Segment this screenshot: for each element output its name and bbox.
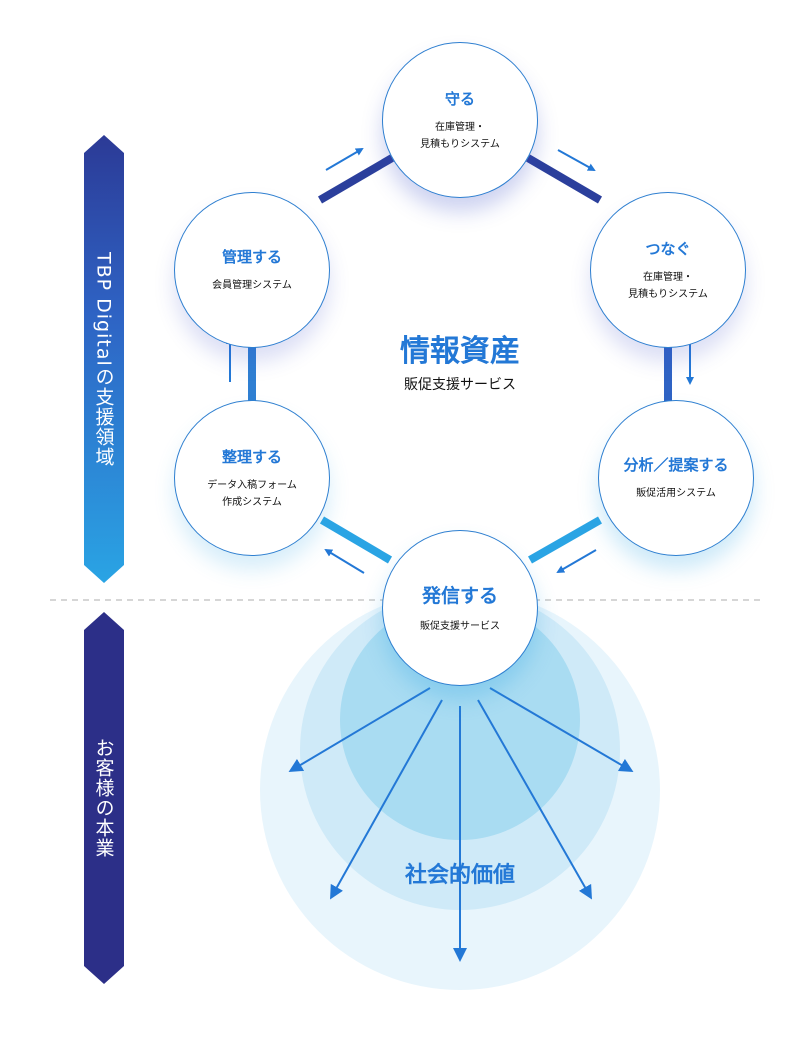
core-business-text: お客様の本業 bbox=[92, 738, 115, 858]
support-area-label: TBP Digitalの支援領域 bbox=[84, 135, 124, 583]
node-tsunagu: つなぐ 在庫管理・ 見積もりシステム bbox=[590, 192, 746, 348]
ray-arrow-5 bbox=[489, 687, 634, 773]
core-business-label: お客様の本業 bbox=[84, 612, 124, 984]
node-kanri: 管理する 会員管理システム bbox=[174, 192, 330, 348]
connector-mamoru-tsunagu bbox=[525, 154, 603, 204]
node-mamoru: 守る 在庫管理・ 見積もりシステム bbox=[382, 42, 538, 198]
node-seiri-subtitle: データ入稿フォーム 作成システム bbox=[207, 479, 297, 508]
node-mamoru-title: 守る bbox=[444, 89, 475, 108]
arrow-bunseki-to-hasshin bbox=[556, 549, 597, 574]
social-value-label: 社会的価値 bbox=[404, 863, 515, 888]
node-bunseki-subtitle: 販促活用システム bbox=[636, 488, 716, 499]
arrow-kanri-to-mamoru bbox=[325, 147, 364, 171]
node-tsunagu-title: つなぐ bbox=[645, 239, 691, 258]
support-area-text: TBP Digitalの支援領域 bbox=[92, 251, 115, 467]
node-tsunagu-subtitle: 在庫管理・ 見積もりシステム bbox=[628, 271, 708, 300]
node-kanri-subtitle: 会員管理システム bbox=[212, 280, 292, 291]
node-kanri-title: 管理する bbox=[221, 248, 282, 266]
node-seiri-title: 整理する bbox=[221, 447, 282, 466]
node-seiri: 整理する データ入稿フォーム 作成システム bbox=[174, 400, 330, 556]
connector-bunseki-hasshin bbox=[528, 516, 602, 564]
node-mamoru-subtitle: 在庫管理・ 見積もりシステム bbox=[420, 121, 500, 150]
center-title: 情報資産 bbox=[400, 334, 520, 369]
connector-kanri-mamoru bbox=[317, 154, 395, 204]
ray-arrow-1 bbox=[288, 687, 431, 773]
node-hasshin-title: 発信する bbox=[421, 585, 498, 607]
node-bunseki: 分析／提案する 販促活用システム bbox=[598, 400, 754, 556]
connector-hasshin-seiri bbox=[319, 516, 393, 564]
ray-arrow-4 bbox=[477, 699, 592, 900]
node-hasshin: 発信する 販促支援サービス bbox=[382, 530, 538, 686]
ray-arrow-2 bbox=[330, 699, 443, 900]
node-hasshin-subtitle: 販促支援サービス bbox=[420, 621, 500, 632]
node-bunseki-title: 分析／提案する bbox=[623, 456, 729, 474]
center-subtitle: 販促支援サービス bbox=[404, 377, 516, 393]
arrow-hasshin-to-seiri bbox=[324, 548, 365, 574]
arrow-mamoru-to-tsunagu bbox=[557, 149, 596, 171]
